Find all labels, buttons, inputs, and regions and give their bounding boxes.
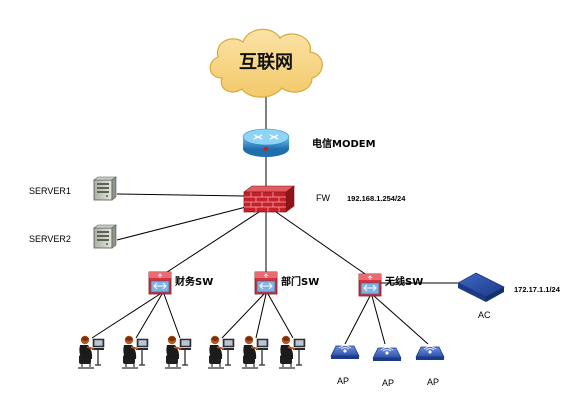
ap-1-label: AP [337,376,349,386]
cloud-label: 互联网 [239,52,293,73]
switch-icon [148,271,172,295]
access-point-icon [415,346,445,361]
workstation-user-icon [241,334,269,369]
telecom-modem: 电信MODEM [242,128,376,157]
wireless-switch-label: 无线SW [384,275,423,288]
link-fw-wireless [275,211,369,277]
router-icon [242,128,290,157]
link-server2-fw [116,206,247,241]
link-dept-pc3 [267,293,294,339]
ac-label: AC [478,310,491,320]
access-point-icon [330,345,360,360]
workstation-user-icon [121,334,149,369]
firewall-label: FW [316,193,330,203]
ac-icon [457,272,505,302]
link-finance-pc1 [91,293,161,339]
link-finance-pc3 [163,293,181,339]
link-dept-pc2 [255,293,267,339]
server-icon [93,224,117,249]
link-server1-fw [116,193,245,197]
workstation-user-icon [278,334,306,369]
switch-icon [254,271,278,295]
dept-workstations [207,334,306,369]
access-point-icon [372,347,402,362]
link-finance-pc2 [135,293,163,339]
workstation-user-icon [164,334,192,369]
ap-2-label: AP [382,378,394,388]
dept-switch-label: 部门SW [281,275,319,288]
server-2-label: SERVER2 [29,234,71,244]
workstation-user-icon [207,334,235,369]
access-point-1: AP [330,345,360,386]
link-wireless-ap1 [344,295,371,345]
connection-lines [91,93,460,345]
link-fw-finance [163,211,260,275]
dept-switch: 部门SW [254,271,319,295]
internet-cloud: 互联网 [209,28,323,98]
switch-icon [358,273,382,297]
firewall-ip: 192.168.1.254/24 [347,194,406,203]
link-wireless-ap2 [371,295,386,345]
cloud-icon [209,28,323,98]
access-point-2: AP [372,347,402,388]
finance-switch: 财务SW [148,271,213,295]
finance-switch-label: 财务SW [174,275,213,288]
firewall-icon [243,185,295,213]
server-2: SERVER2 [29,224,117,249]
modem-label: 电信MODEM [312,137,376,150]
link-dept-pc1 [221,293,265,339]
access-point-3: AP [415,346,445,387]
ac-controller: 172.17.1.1/24 AC [457,272,561,320]
server-1: SERVER1 [29,176,117,201]
server-icon [93,176,117,201]
server-1-label: SERVER1 [29,186,71,196]
finance-workstations [77,334,192,369]
ap-3-label: AP [427,377,439,387]
firewall: FW 192.168.1.254/24 [243,185,406,213]
workstation-user-icon [77,334,105,369]
wireless-switch: 无线SW [358,273,423,297]
ac-ip: 172.17.1.1/24 [514,285,561,294]
link-wireless-ap3 [373,295,429,345]
